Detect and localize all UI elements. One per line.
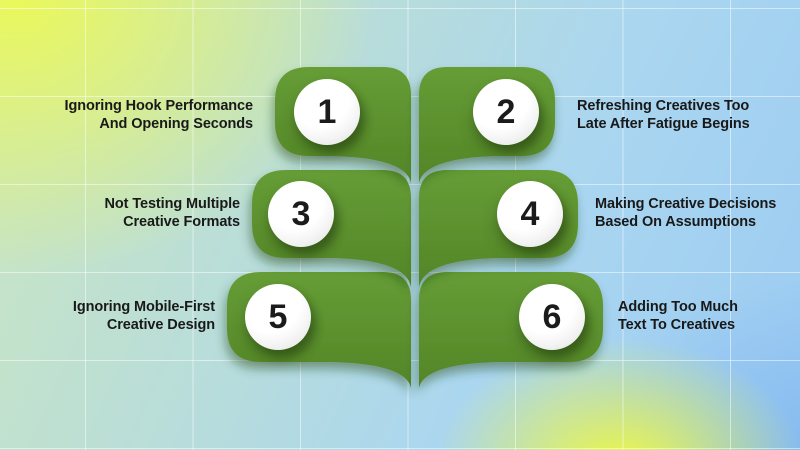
number-circle-5: 5 xyxy=(245,284,311,350)
item-number: 1 xyxy=(317,92,337,131)
item-number: 4 xyxy=(520,194,540,233)
number-circle-4: 4 xyxy=(497,181,563,247)
label-line: Ignoring Hook Performance xyxy=(64,98,254,114)
label-line: Not Testing Multiple xyxy=(104,196,241,212)
item-label-5: Ignoring Mobile-First Creative Design xyxy=(73,299,215,334)
item-number: 2 xyxy=(496,92,516,131)
item-label-1: Ignoring Hook Performance And Opening Se… xyxy=(64,98,254,133)
label-line: Creative Formats xyxy=(123,213,240,230)
label-line: Making Creative Decisions xyxy=(595,196,777,212)
label-line: Creative Design xyxy=(106,316,215,333)
number-circle-3: 3 xyxy=(268,181,334,247)
label-line: Adding Too Much xyxy=(618,299,738,315)
item-label-2: Refreshing Creatives Too Late After Fati… xyxy=(577,98,750,133)
label-line: And Opening Seconds xyxy=(99,115,253,132)
item-number: 3 xyxy=(291,194,311,233)
item-label-4: Making Creative Decisions Based On Assum… xyxy=(595,196,776,231)
item-number: 5 xyxy=(268,297,288,336)
number-circle-2: 2 xyxy=(473,79,539,145)
label-line: Late After Fatigue Begins xyxy=(577,115,750,132)
number-circle-6: 6 xyxy=(519,284,585,350)
label-line: Based On Assumptions xyxy=(595,213,757,230)
label-line: Refreshing Creatives Too xyxy=(577,98,750,114)
item-label-3: Not Testing Multiple Creative Formats xyxy=(104,196,241,231)
item-label-6: Adding Too Much Text To Creatives xyxy=(618,299,738,334)
label-line: Text To Creatives xyxy=(618,316,736,333)
item-number: 6 xyxy=(542,297,562,336)
label-line: Ignoring Mobile-First xyxy=(72,299,215,315)
number-circle-1: 1 xyxy=(294,79,360,145)
